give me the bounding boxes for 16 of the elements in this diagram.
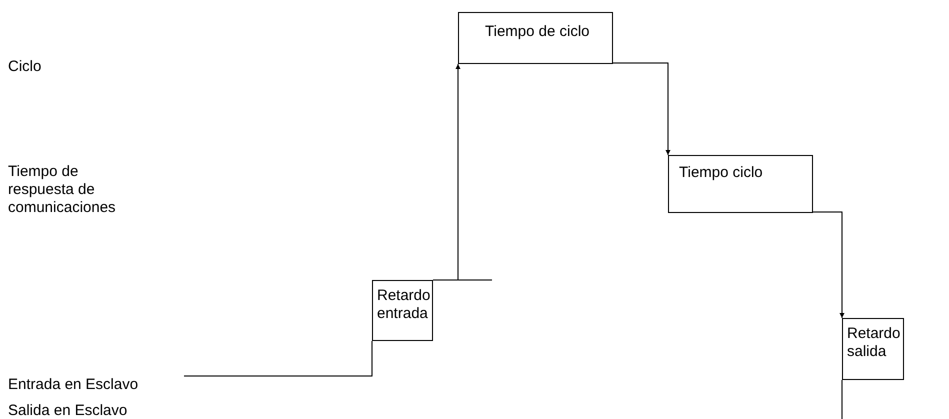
arrow [612, 62, 670, 156]
connector-line [184, 340, 372, 376]
arrow [812, 212, 844, 318]
step-label: Tiempo ciclo [679, 164, 764, 182]
row-label: Salida en Esclavo [8, 402, 128, 419]
step-label: Tiempo de ciclo [485, 23, 590, 41]
step-box [372, 280, 433, 341]
row-label: Ciclo [8, 58, 42, 76]
step-box [842, 318, 904, 380]
row-label: Tiempo de respuesta de comunicaciones [8, 163, 117, 217]
row-label: Entrada en Esclavo [8, 376, 140, 394]
arrow [432, 64, 460, 280]
step-label: Retardo entrada [377, 287, 432, 323]
step-box [458, 12, 613, 64]
step-label: Retardo salida [847, 325, 902, 361]
step-box [668, 155, 813, 213]
